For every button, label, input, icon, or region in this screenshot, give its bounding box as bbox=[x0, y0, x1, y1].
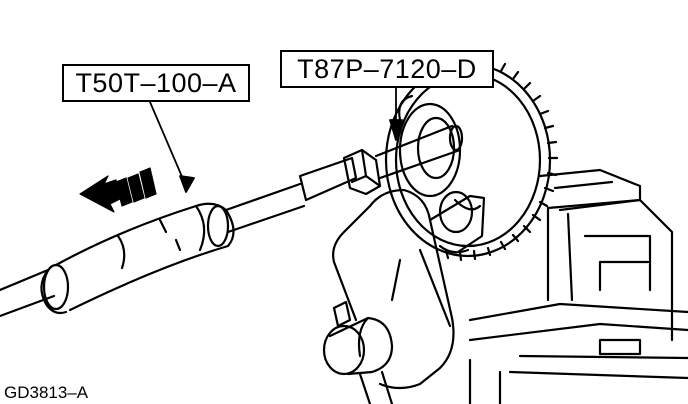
mounting-bracket bbox=[322, 188, 486, 404]
adapter-tool-callout: T87P–7120–D bbox=[280, 50, 494, 88]
slide-hammer-handle bbox=[40, 202, 235, 315]
puller-shaft bbox=[0, 124, 464, 318]
vise-body bbox=[468, 168, 688, 404]
puller-tool-callout: T50T–100–A bbox=[62, 64, 250, 102]
figure-code: GD3813–A bbox=[4, 383, 89, 402]
leader-lines bbox=[149, 87, 403, 193]
pull-direction-arrow bbox=[79, 167, 157, 213]
